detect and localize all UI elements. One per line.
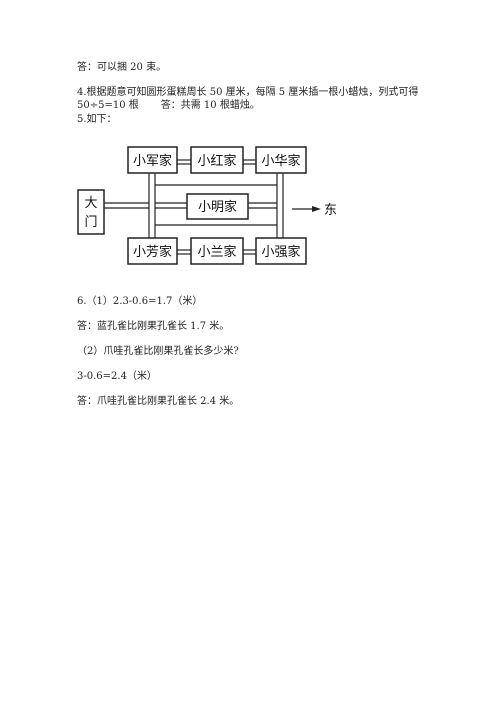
gate-label-2: 门 [84, 215, 97, 230]
problem-5-heading: 5.如下： [77, 114, 117, 125]
label-xiaolan: 小兰家 [197, 244, 236, 260]
problem-6-equation-2: 3-0.6=2.4（米） [77, 371, 157, 382]
problem-6-part-1: 6.（1）2.3-0.6=1.7（米） [77, 296, 203, 307]
gate-label-1: 大 [84, 196, 97, 211]
label-xiaojun: 小军家 [133, 153, 172, 169]
east-arrow-icon [292, 206, 321, 212]
house-xiaohua-box [255, 146, 307, 174]
label-xiaoqiang: 小强家 [261, 244, 300, 260]
house-xiaofang-box [127, 237, 178, 265]
label-xiaohua: 小华家 [261, 153, 300, 169]
label-xiaoming: 小明家 [198, 199, 237, 215]
problem-4-line-2: 50÷5=10 根 答：共需 10 根蜡烛。 [77, 100, 260, 112]
label-xiaofang: 小芳家 [133, 244, 172, 260]
house-xiaojun-box [127, 146, 178, 174]
problem-4-equation: 50÷5=10 根 [77, 100, 139, 111]
problem-6-answer-1: 答：蓝孔雀比刚果孔雀长 1.7 米。 [77, 321, 230, 332]
problem-4-answer: 答：共需 10 根蜡烛。 [160, 100, 260, 111]
location-map: 大 门 小军家 小红家 小华家 小明家 小芳家 小兰家 小强家 东 [77, 146, 337, 265]
problem-4-line-1: 4.根据题意可知圆形蛋糕周长 50 厘米，每隔 5 厘米插一根小蜡烛，列式可得 [77, 87, 419, 98]
house-xiaolan-box [190, 237, 244, 265]
problem-6-part-2: （2）爪哇孔雀比刚果孔雀长多少米? [77, 346, 239, 357]
gate-box [77, 189, 105, 235]
label-xiaohong: 小红家 [197, 153, 236, 169]
house-xiaoqiang-box [255, 237, 307, 265]
house-xiaohong-box [190, 146, 244, 174]
problem-6-answer-2: 答：爪哇孔雀比刚果孔雀长 2.4 米。 [77, 396, 240, 407]
house-xiaoming-box [186, 193, 249, 220]
direction-label: 东 [324, 203, 337, 218]
answer-line-1: 答：可以捆 20 束。 [77, 62, 167, 73]
